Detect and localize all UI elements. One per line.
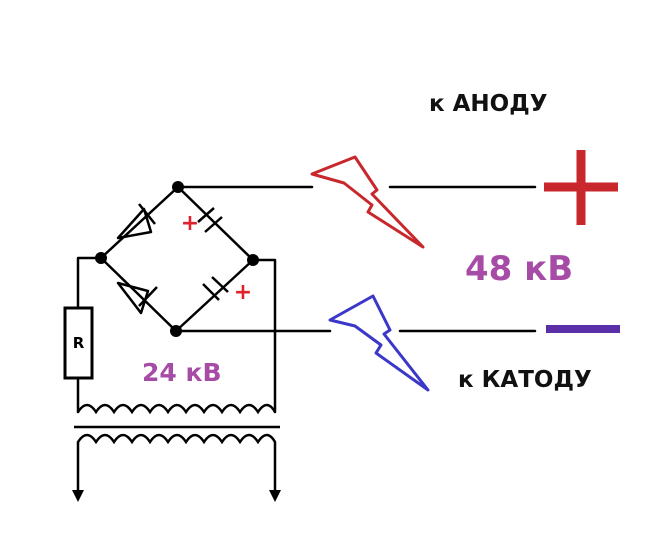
wire-left-bottom [99, 256, 178, 333]
primary-winding [76, 433, 277, 445]
resistor-body [63, 306, 94, 380]
wire-top-left [99, 185, 180, 260]
anode-label: к АНОДУ [429, 91, 548, 117]
node-bottom [170, 325, 182, 337]
anode-spark-icon [310, 155, 425, 249]
node-left [95, 252, 107, 264]
capacitor-upper [197, 207, 223, 233]
input-voltage-label: 24 кВ [142, 358, 222, 387]
cathode-spark-icon [328, 294, 430, 392]
primary-arrow-left [72, 490, 84, 502]
diode-lower [116, 281, 158, 315]
wire-left-down [76, 256, 103, 310]
circuit-nodes [95, 181, 259, 337]
wire-right-down [251, 258, 277, 414]
capacitor-lower [202, 276, 229, 301]
cathode-label: к КАТОДУ [458, 367, 592, 393]
output-voltage-label: 48 кВ [465, 249, 573, 289]
primary-arrow-right [269, 490, 281, 502]
secondary-winding [76, 403, 277, 415]
resistor-label: R [73, 334, 85, 352]
capacitor-lower-plus: + [234, 280, 252, 305]
diode-upper [116, 203, 156, 240]
circuit-wires [76, 185, 537, 494]
capacitor-upper-plus: + [181, 211, 199, 236]
node-right [247, 254, 259, 266]
anode-plus-sign [544, 150, 618, 225]
node-top [172, 181, 184, 193]
